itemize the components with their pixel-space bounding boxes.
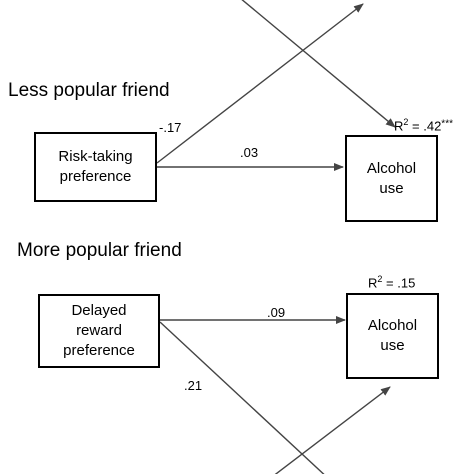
delayed-reward-preference-box: Delayed reward preference xyxy=(38,294,160,368)
top-panel-title: Less popular friend xyxy=(8,80,170,101)
node-label-line: Risk-taking xyxy=(58,148,133,165)
bottom-cross-out-arrow xyxy=(159,321,325,474)
risk-taking-preference-box: Risk-taking preference xyxy=(34,132,157,202)
node-label-line: preference xyxy=(63,342,135,359)
r-squared-top: R2 = .42*** xyxy=(394,117,453,134)
node-label-line: Alcohol xyxy=(367,317,418,334)
bottom-panel-title: More popular friend xyxy=(17,240,182,261)
coef-top-direct: .03 xyxy=(240,145,259,160)
bottom-cross-in-arrow xyxy=(274,386,391,474)
r-squared-bottom: R2 = .15 xyxy=(368,274,416,291)
node-label-line: use xyxy=(380,337,405,354)
node-label-line: Alcohol xyxy=(366,159,417,177)
alcohol-use-box-bottom: Alcohol use xyxy=(346,293,439,379)
coef-bottom-direct: .09 xyxy=(267,305,286,320)
top-cross-in-arrow xyxy=(241,0,396,128)
node-label-line: preference xyxy=(59,168,132,185)
coef-top-cross: -.17 xyxy=(159,120,182,135)
coef-bottom-cross: .21 xyxy=(184,378,203,393)
node-label-line: use xyxy=(379,179,404,197)
node-label-line: reward xyxy=(76,322,122,339)
top-cross-out-arrow xyxy=(156,3,364,164)
alcohol-use-box-top: Alcohol use xyxy=(345,135,438,222)
node-label-line: Delayed xyxy=(71,302,127,319)
